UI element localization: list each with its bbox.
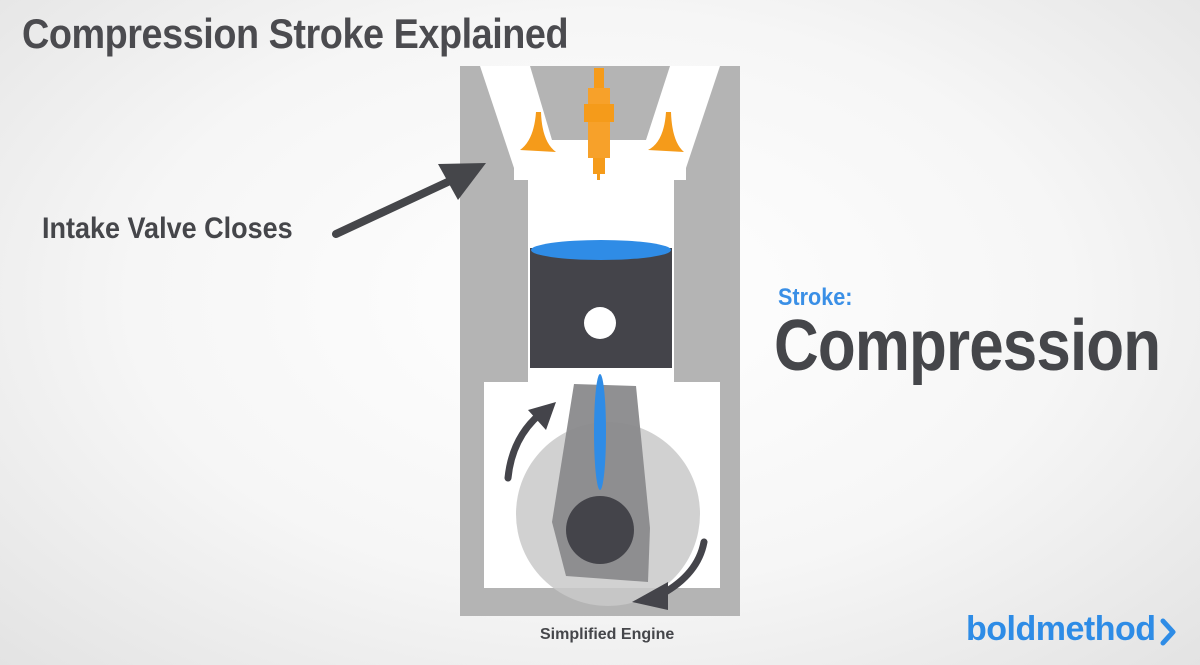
stroke-label: Stroke: [778, 284, 853, 311]
exhaust-valve [648, 112, 684, 152]
wrist-pin [584, 307, 616, 339]
chevron-right-icon [1160, 618, 1176, 645]
crank-pin [566, 496, 634, 564]
brand-logo: boldmethod [966, 610, 1176, 649]
rotation-arrow-up-icon [504, 402, 556, 482]
rotation-arrow-down-icon [632, 538, 708, 610]
page-title: Compression Stroke Explained [22, 10, 569, 57]
intake-valve-callout: Intake Valve Closes [42, 212, 293, 245]
intake-valve [520, 112, 556, 152]
callout-arrow-icon [332, 163, 486, 238]
diagram-caption: Simplified Engine [540, 626, 675, 643]
stroke-name: Compression [774, 306, 1161, 386]
rod-highlight [594, 374, 606, 490]
brand-name: boldmethod [966, 610, 1156, 648]
fuel-mixture [531, 240, 671, 260]
spark-plug-icon [584, 68, 614, 180]
